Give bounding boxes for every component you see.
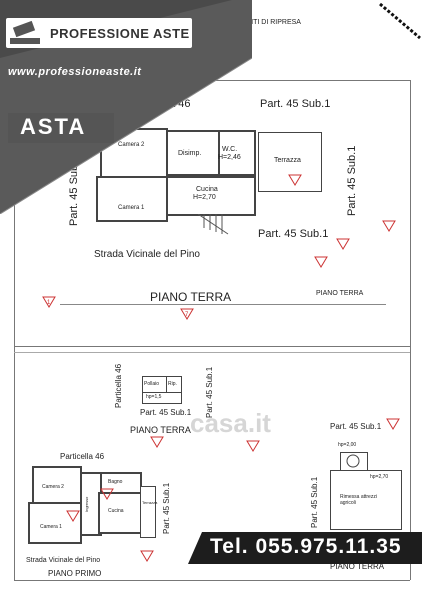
marker-icon: [66, 510, 80, 522]
marker-icon: [382, 220, 396, 232]
frame-divider: [14, 346, 410, 347]
asta-badge: [8, 113, 114, 143]
room-cucina-low: [98, 492, 142, 534]
piano-terra-1: PIANO TERRA: [130, 425, 191, 435]
label-cucina-low: Cucina: [108, 508, 124, 514]
part45-low-vert: Part. 45 Sub.1: [162, 482, 171, 534]
marker-1-label: 1: [47, 300, 51, 306]
phone-number[interactable]: Tel. 055.975.11.35: [210, 535, 402, 558]
header-text-1: ZIONE PUNTI DI RIPRESA: [215, 19, 301, 26]
marker-icon: 7: [180, 308, 194, 320]
frame-right: [410, 80, 411, 580]
piano-terra-title: PIANO TERRA: [150, 290, 232, 304]
label-camera1: Camera 1: [118, 205, 145, 211]
marker-icon: [314, 256, 328, 268]
room-cucina: [166, 176, 256, 216]
room-terrazza-low: [140, 486, 156, 538]
marker-icon: [150, 436, 164, 448]
room-camera1: [96, 176, 168, 222]
room-rimessa: [330, 470, 402, 530]
frame-bottom: [14, 580, 410, 581]
marker-icon: [100, 488, 114, 500]
label-rimessa: Rimessa attrezzi agricoli: [340, 494, 377, 506]
arrow-line-top: [60, 304, 386, 305]
label-terrazza-low: Terrazza: [142, 500, 158, 505]
part45-mid: Part. 45 Sub.1: [140, 408, 192, 417]
particella-46-vert: Particella 46: [114, 363, 123, 408]
logo-brand: PROFESSIONE ASTE: [50, 26, 190, 41]
watermark: casa.it: [190, 408, 271, 438]
strada-low: Strada Vicinale del Pino: [26, 557, 101, 564]
particella-46-low: Particella 46: [60, 452, 105, 461]
gavel-icon: [10, 20, 40, 44]
marker-7-label: 7: [185, 312, 189, 318]
marker-icon: [246, 440, 260, 452]
label-cucina-h: H=2,70: [193, 194, 216, 201]
marker-icon: [140, 550, 154, 562]
label-bagno: Bagno: [108, 479, 123, 485]
label-disimp: Disimp.: [178, 150, 202, 157]
frame-divider-2: [14, 352, 410, 353]
label-camera2-low: Camera 2: [42, 484, 64, 490]
label-camera1-low: Camera 1: [40, 524, 62, 530]
label-hp200: hp=2,00: [338, 442, 357, 448]
logo-website[interactable]: www.professioneaste.it: [8, 66, 142, 78]
piano-terra-small: PIANO TERRA: [316, 290, 364, 297]
marker-icon: [386, 418, 400, 430]
part45-right: Part. 45 Sub.1: [346, 145, 358, 216]
piano-terra-2: PIANO TERRA: [330, 562, 385, 571]
label-wc-h: H=2,46: [218, 154, 241, 161]
piano-primo: PIANO PRIMO: [48, 569, 102, 578]
label-hp15: hp=1,5: [146, 394, 162, 400]
room-wc: [218, 130, 256, 176]
label-wc: W.C.: [222, 146, 238, 153]
corner-decoration: [379, 2, 421, 40]
marker-icon: [288, 174, 302, 186]
part45-right-top: Part. 45 Sub.1: [330, 422, 382, 431]
label-hp270: hp=2,70: [370, 474, 389, 480]
label-rip: Rip.: [168, 381, 177, 387]
label-terrazza: Terrazza: [274, 157, 301, 164]
part45-top: Part. 45 Sub.1: [260, 98, 331, 110]
label-pollaio: Pollaio: [144, 381, 160, 387]
stairs-top: [198, 214, 229, 235]
silo-icon: [346, 454, 360, 468]
strada-top: Strada Vicinale del Pino: [94, 249, 200, 260]
room-camera1-low: [28, 502, 82, 544]
label-ingresso: Ingresso: [84, 496, 89, 512]
room-pollaio-lower: [142, 392, 182, 404]
asta-text: ASTA: [20, 114, 87, 139]
phone-box-shape: [188, 532, 422, 564]
label-camera2: Camera 2: [118, 142, 145, 148]
part45-low-vert2: Part. 45 Sub.1: [310, 476, 319, 528]
marker-icon: 1: [42, 296, 56, 308]
frame-left: [14, 80, 15, 580]
marker-icon: [336, 238, 350, 250]
label-cucina: Cucina: [196, 186, 218, 193]
part45-bottom: Part. 45 Sub.1: [258, 228, 329, 240]
room-terrazza: [258, 132, 322, 192]
